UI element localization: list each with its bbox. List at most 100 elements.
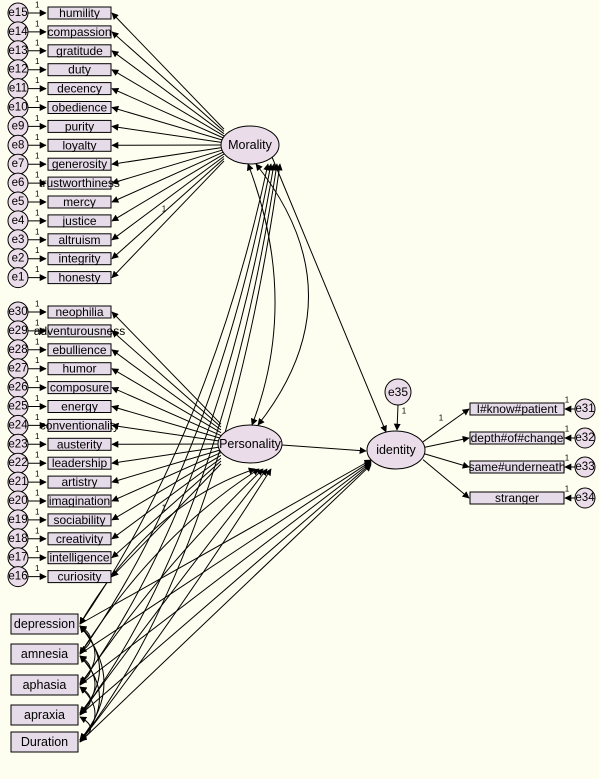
indicator-box [47,119,112,133]
indicator-box [47,138,112,152]
error-label: e34 [575,492,595,504]
indicator-box [47,176,112,190]
path-coefficient: 1 [35,171,40,180]
indicator-label: humor [62,362,96,376]
covariate-box [10,731,79,753]
indicator-label: humility [59,6,100,20]
error-label: e16 [8,571,27,583]
error-label: e31 [575,403,594,415]
path-coefficient: 1 [35,76,40,85]
path-coefficient: 1 [35,545,40,554]
indicator-label: duty [68,63,91,77]
indicator-label: austerity [57,437,102,451]
path-coefficient: 1 [565,485,570,494]
indicator-box [47,475,112,489]
error-label: e4 [12,215,25,227]
indicator-label: loyalty [62,138,96,152]
indicator-label: generosity [52,157,107,171]
error-label: e7 [12,158,25,170]
error-path [393,404,401,431]
loading-path [111,158,225,260]
indicator-label: sociability [53,513,105,527]
error-label: e17 [8,552,27,564]
loading-path [111,105,225,141]
latent-label: Morality [228,138,273,152]
indicator-box [47,63,112,77]
indicator-box [47,101,112,114]
covariate-label: amnesia [21,647,68,661]
path-coefficient: 1 [565,425,570,434]
loading-path [111,463,222,578]
indicator-label: altruism [58,233,100,247]
error-label: e33 [575,461,594,473]
error-e32 [574,427,596,449]
path-coefficient: 1 [35,356,40,365]
indicator-box [47,456,112,470]
error-label: e6 [12,177,25,189]
indicator-label: creativity [56,532,103,546]
indicator-box [47,362,112,376]
error-label: e22 [8,457,27,469]
indicator-box [47,381,112,395]
covariance-path [79,686,91,714]
covariate-label: apraxia [24,708,65,722]
indicator-box [47,343,112,357]
error-label: e10 [8,102,27,114]
regression-path [271,156,387,433]
path-coefficient: 1 [35,95,40,104]
indicator-label: stranger [495,491,539,505]
path-coefficient: 1 [35,265,40,274]
identity-indicator-4: stranger e34 1 [469,485,596,509]
indicator-box [47,437,112,451]
indicator-creativity: e18 1 creativity [7,526,112,550]
error-label: e23 [8,438,27,450]
indicator-label: compassion [47,25,111,39]
path-coefficient: 1 [35,526,40,535]
path-coefficient: 1 [35,337,40,346]
path-coefficient: 1 [35,114,40,123]
path-coefficient: 1 [402,407,407,416]
error-label: e3 [12,234,25,246]
error-label: e29 [8,325,27,337]
error-label: e18 [8,533,27,545]
loading-path [422,408,470,443]
loading-path [111,368,222,434]
covariate-box [10,613,79,635]
indicator-label: purity [65,119,94,133]
indicator-box [47,6,112,20]
error-label: e19 [8,514,27,526]
error-label: e27 [8,363,27,375]
path-coefficient: 1 [35,394,40,403]
error-label: e32 [575,432,594,444]
indicator-box [47,513,112,527]
path-coefficient: 1 [35,190,40,199]
covariate-box [10,704,79,726]
error-label: e1 [12,272,25,284]
indicator-label: obedience [52,101,108,115]
regression-path [79,464,372,743]
latent-label: identity [376,443,416,457]
path-coefficient: 1 [35,1,40,10]
indicator-label: neophilia [55,305,103,319]
indicator-label: leadership [52,456,108,470]
path-coefficient: 1 [439,414,444,423]
error-e1 [7,267,29,289]
indicator-box [47,400,112,413]
indicator-box [47,233,112,247]
path-coefficient: 1 [35,300,40,309]
indicator-box [469,402,565,416]
